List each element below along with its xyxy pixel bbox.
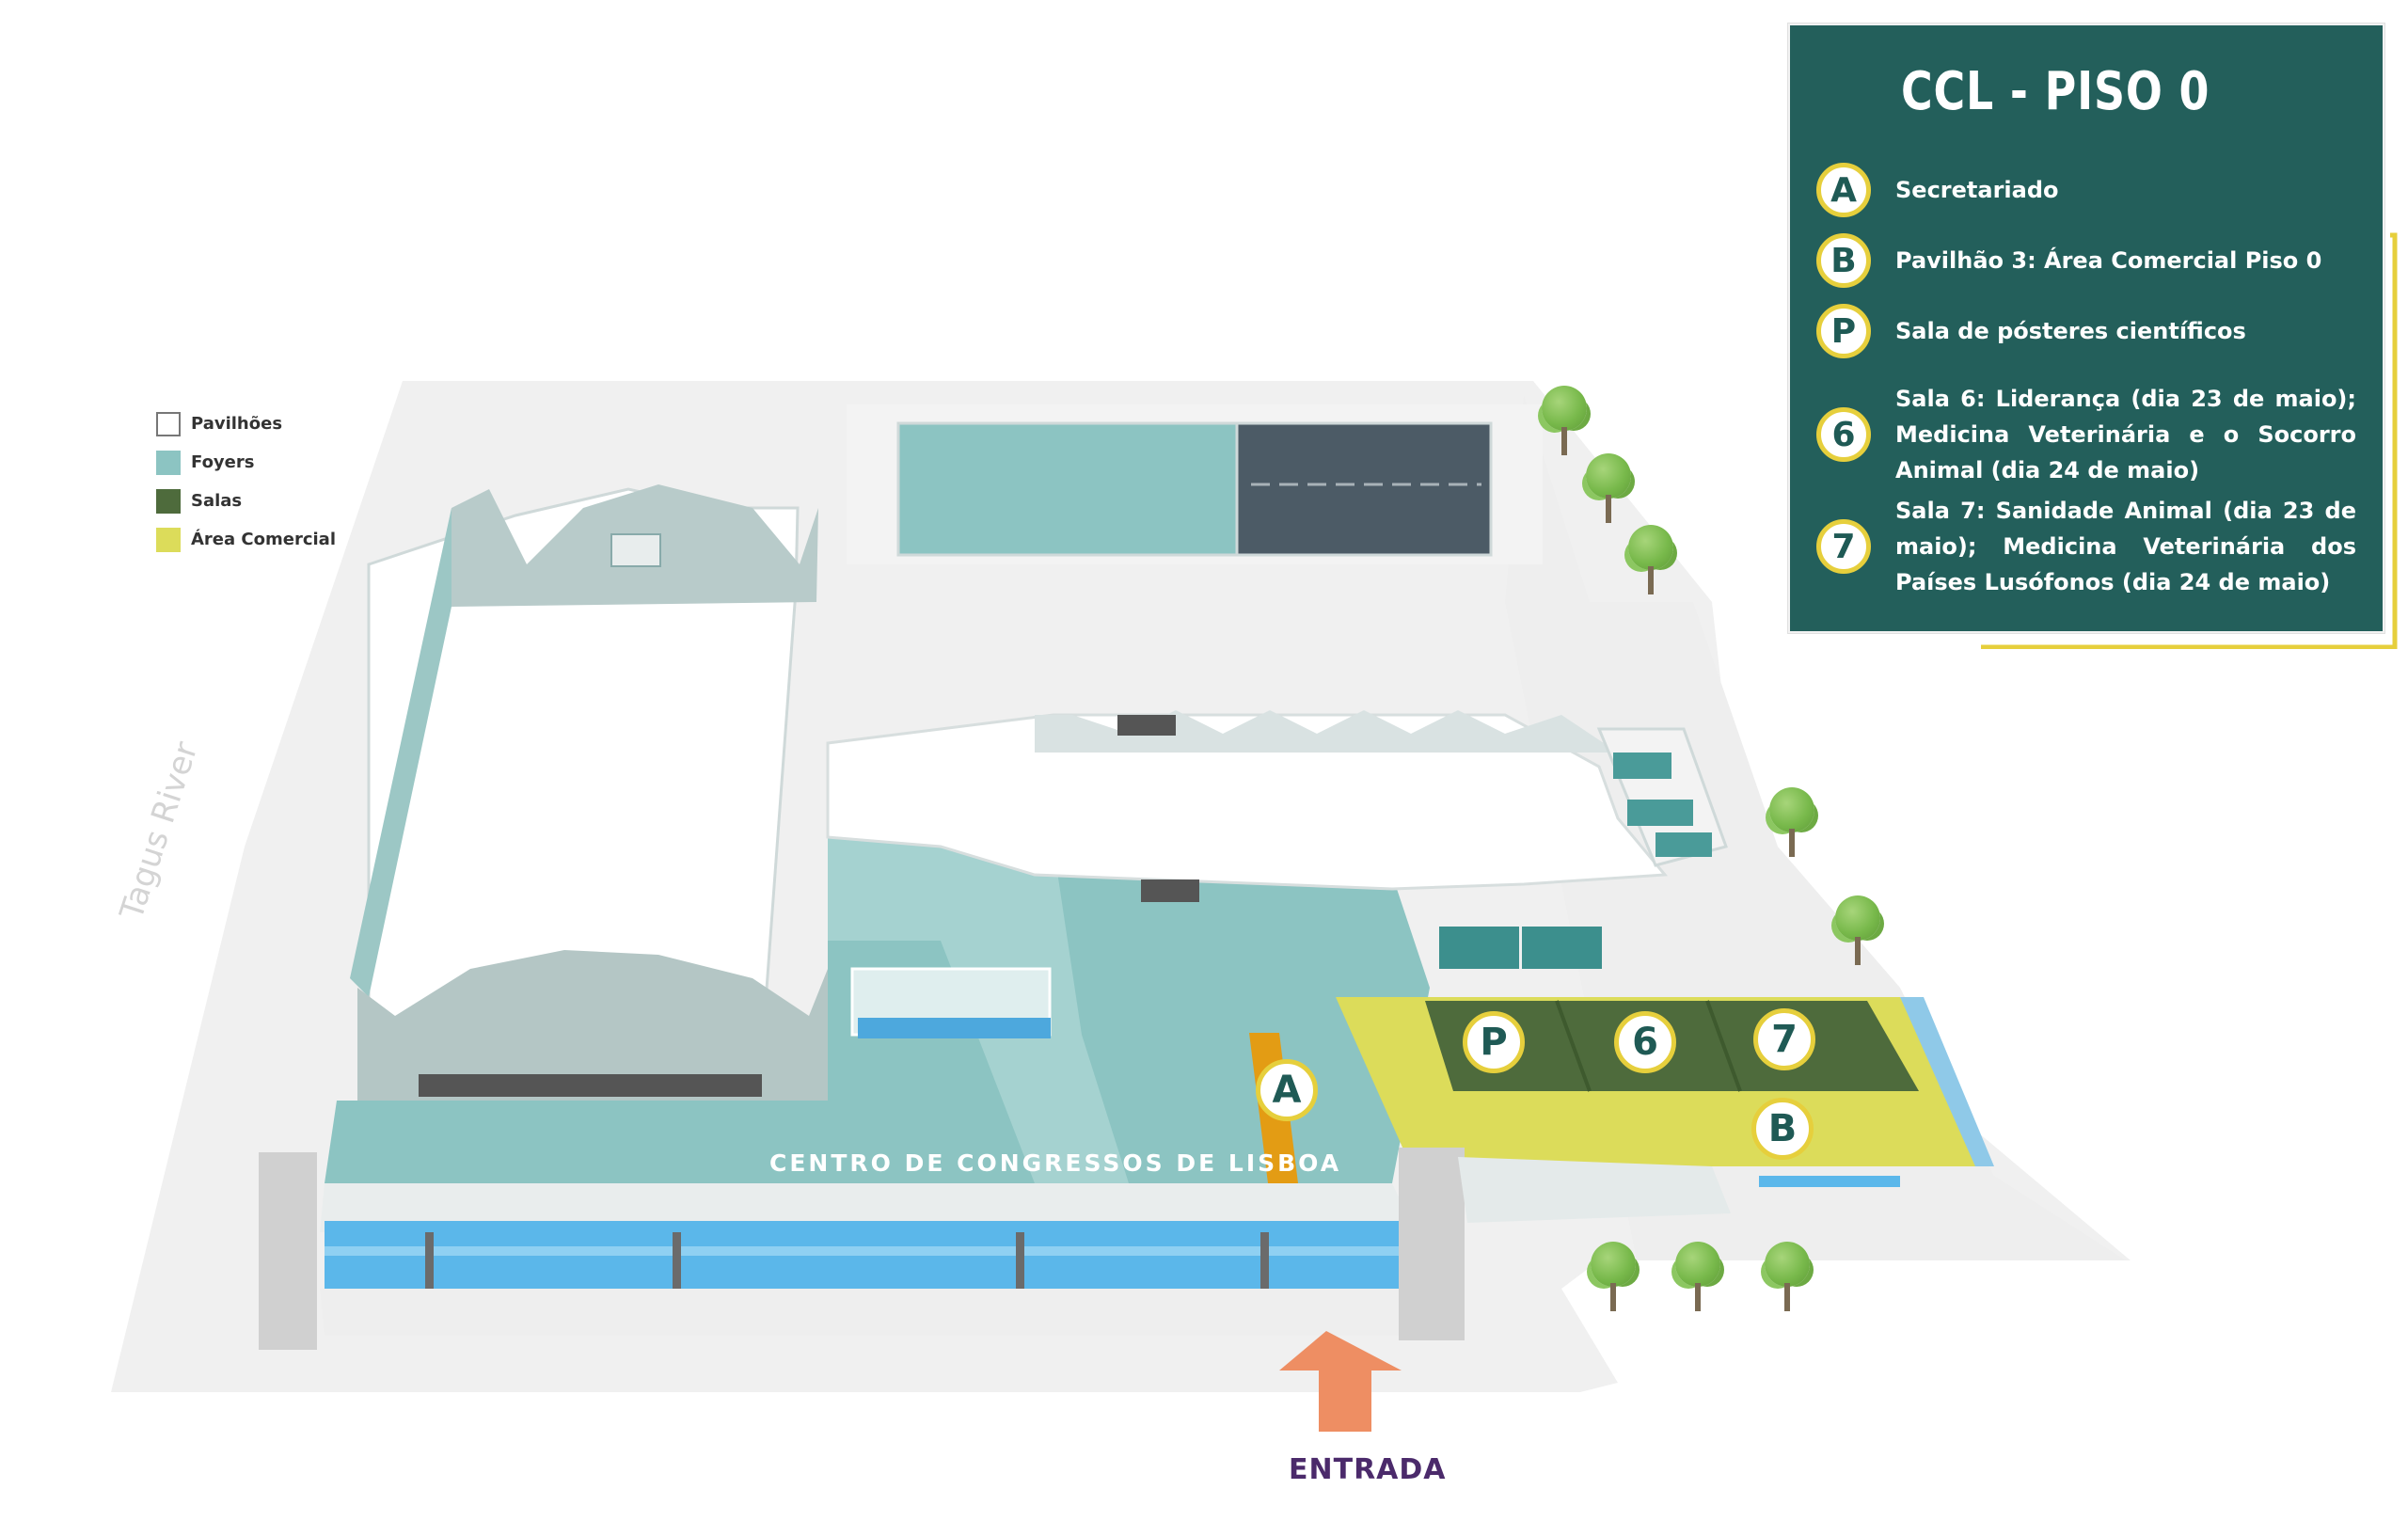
front-pillar-3 — [1016, 1232, 1024, 1317]
map-marker-p[interactable]: P — [1463, 1011, 1525, 1073]
tree-icon — [1585, 1242, 1641, 1313]
legend-swatch — [156, 488, 181, 514]
pavilion-left-window-strip — [419, 1074, 762, 1097]
small-room-ne-1 — [1613, 753, 1671, 779]
north-pavilion-dark — [1235, 421, 1493, 557]
map-legend: Pavilhões Foyers Salas Área Comercial — [156, 404, 336, 559]
north-foyer — [896, 421, 1239, 557]
map-marker-b[interactable]: B — [1751, 1098, 1814, 1160]
info-panel: CCL - PISO 0 A Secretariado B Pavilhão 3… — [1788, 24, 2384, 633]
map-marker-a[interactable]: A — [1256, 1059, 1318, 1121]
pavilion-center-door — [1117, 715, 1176, 736]
tree-icon — [1536, 386, 1592, 457]
info-item-label: Sala 6: Liderança (dia 23 de maio); Medi… — [1895, 386, 2356, 483]
legend-item-pavilions: Pavilhões — [156, 404, 336, 443]
terrace-se-glass — [1759, 1176, 1900, 1187]
pavilion-center — [826, 713, 1669, 891]
badge-b: B — [1816, 233, 1871, 288]
small-room-s-1 — [1439, 927, 1519, 969]
front-pillar-4 — [1260, 1232, 1269, 1326]
info-panel-title: CCL - PISO 0 — [1901, 61, 2210, 122]
entrance-arrow — [1279, 1331, 1402, 1432]
info-item-label: Sala de pósteres científicos — [1895, 318, 2246, 344]
map-marker-6[interactable]: 6 — [1614, 1011, 1676, 1073]
pavilion-left-wall-west — [350, 508, 468, 997]
commercial-wall-east — [1900, 997, 1994, 1166]
front-pillar-2 — [673, 1232, 681, 1317]
info-item-label: Sala 7: Sanidade Animal (dia 23 de maio)… — [1895, 498, 2356, 595]
pavilion-left-south-arch — [357, 950, 828, 1105]
small-room-ne-2 — [1627, 800, 1693, 826]
legend-swatch — [156, 450, 181, 475]
rooms-divider-2 — [1705, 1000, 1742, 1092]
pavilion-center-door2 — [1141, 879, 1199, 902]
map-marker-7[interactable]: 7 — [1753, 1008, 1815, 1070]
glass-canopy-blue — [858, 1018, 1051, 1038]
info-item-commercial-area: B Pavilhão 3: Área Comercial Piso 0 — [1816, 233, 2356, 288]
badge-a: A — [1816, 163, 1871, 217]
info-item-secretariat: A Secretariado — [1816, 163, 2356, 217]
tower-east — [1399, 1148, 1465, 1340]
tree-icon — [1759, 1242, 1815, 1313]
front-pillar-1 — [425, 1232, 434, 1326]
legend-item-rooms: Salas — [156, 482, 336, 520]
legend-item-commercial: Área Comercial — [156, 520, 336, 559]
entrance-label: ENTRADA — [1289, 1453, 1447, 1486]
tree-icon — [1580, 453, 1637, 525]
building-name: CENTRO DE CONGRESSOS DE LISBOA — [769, 1149, 1342, 1177]
badge-7: 7 — [1816, 519, 1871, 574]
front-glass-lines — [325, 1246, 1406, 1256]
rooms-divider-1 — [1555, 1000, 1592, 1092]
legend-label: Salas — [191, 491, 243, 511]
badge-p: P — [1816, 304, 1871, 358]
pavilion-left-vent — [610, 533, 661, 567]
front-facade-top — [320, 1183, 1411, 1232]
small-room-ne-3 — [1656, 832, 1712, 857]
small-room-s-2 — [1522, 927, 1602, 969]
front-canopy — [320, 1289, 1411, 1336]
badge-6: 6 — [1816, 407, 1871, 462]
foyer-left — [325, 1101, 837, 1183]
legend-swatch — [156, 527, 181, 552]
info-item-room-7: 7 Sala 7: Sanidade Animal (dia 23 de mai… — [1816, 493, 2356, 600]
legend-label: Pavilhões — [191, 414, 283, 434]
info-item-poster-room: P Sala de pósteres científicos — [1816, 304, 2356, 358]
pavilion-center-wall — [1035, 710, 1618, 753]
info-item-label: Secretariado — [1895, 177, 2059, 203]
tree-icon — [1764, 787, 1820, 859]
info-item-label: Pavilhão 3: Área Comercial Piso 0 — [1895, 247, 2322, 274]
legend-item-foyers: Foyers — [156, 443, 336, 482]
tree-icon — [1670, 1242, 1726, 1313]
info-item-room-6: 6 Sala 6: Liderança (dia 23 de maio); Me… — [1816, 381, 2356, 488]
tree-icon — [1830, 895, 1886, 967]
tree-icon — [1623, 525, 1679, 596]
legend-swatch — [156, 411, 181, 436]
tower-west — [259, 1152, 317, 1350]
legend-label: Foyers — [191, 452, 255, 472]
info-panel-accent-frame — [1981, 232, 2398, 649]
legend-label: Área Comercial — [191, 530, 337, 549]
terrace-se — [1458, 1157, 1731, 1223]
